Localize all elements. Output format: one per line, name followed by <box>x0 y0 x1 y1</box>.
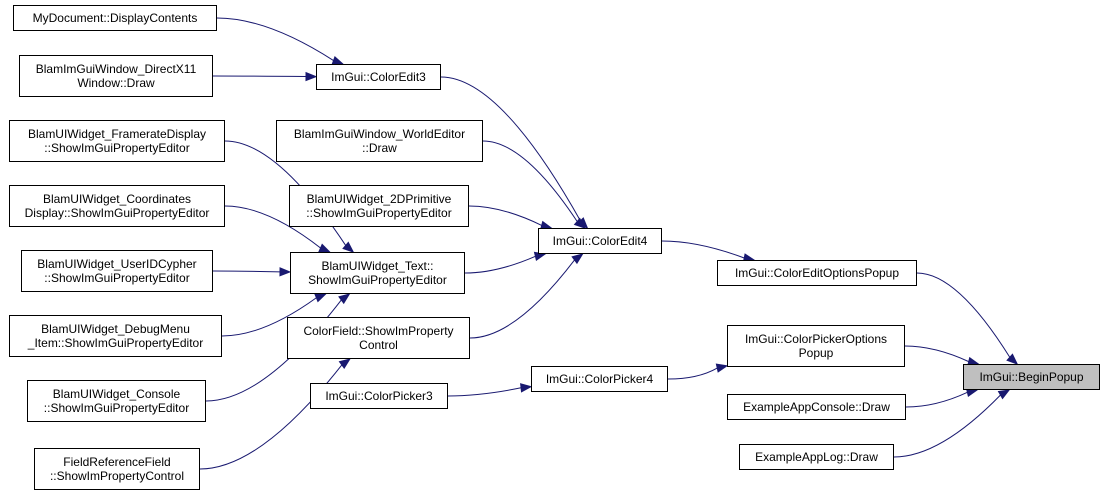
node-coloredit3[interactable]: ImGui::ColorEdit3 <box>316 64 441 90</box>
arrowhead-applog-to-beginpopup <box>997 389 1011 400</box>
node-example-app-console-draw[interactable]: ExampleAppConsole::Draw <box>727 394 906 420</box>
edge-applog-to-beginpopup <box>893 394 1001 458</box>
node-colorpicker4[interactable]: ImGui::ColorPicker4 <box>531 366 668 392</box>
edge-dx11-to-coloredit3 <box>212 75 307 78</box>
edge-coords-to-text <box>224 205 321 249</box>
node-colorpicker-options-popup[interactable]: ImGui::ColorPickerOptions Popup <box>727 325 905 367</box>
arrowhead-dx11-to-coloredit3 <box>305 71 318 82</box>
node-debugmenu-item[interactable]: BlamUIWidget_DebugMenu _Item::ShowImGuiP… <box>9 315 222 357</box>
node-fieldreference-field[interactable]: FieldReferenceField ::ShowImPropertyCont… <box>34 448 200 490</box>
edge-fieldref-to-colorfield <box>199 364 343 470</box>
edge-coloreditopts-to-beginpopup <box>916 272 1011 358</box>
node-console-widget[interactable]: BlamUIWidget_Console ::ShowImGuiProperty… <box>27 380 206 422</box>
node-colorpicker3[interactable]: ImGui::ColorPicker3 <box>310 383 448 409</box>
arrowhead-coords-to-text <box>318 243 331 253</box>
node-uiwidget-text[interactable]: BlamUIWidget_Text:: ShowImGuiPropertyEdi… <box>290 252 465 294</box>
arrowhead-userid-to-text <box>279 267 292 277</box>
arrowhead-fieldref-to-colorfield <box>338 358 351 370</box>
edge-debugmenu-to-text <box>221 297 317 337</box>
node-example-app-log-draw[interactable]: ExampleAppLog::Draw <box>739 444 894 470</box>
edge-text-to-coloredit4 <box>464 255 536 274</box>
arrowhead-picker3-to-picker4 <box>520 383 533 393</box>
edge-pickeropts-to-beginpopup <box>904 345 969 363</box>
arrowhead-coloreditopts-to-beginpopup <box>1006 353 1019 365</box>
edge-coloredit4-to-coloreditopts <box>661 240 745 259</box>
node-colorfield[interactable]: ColorField::ShowImProperty Control <box>287 317 470 359</box>
arrowhead-debugmenu-to-text <box>314 293 327 303</box>
arrowhead-colorfield-to-coloredit4 <box>571 253 584 265</box>
node-coloredit4[interactable]: ImGui::ColorEdit4 <box>538 228 662 254</box>
arrowhead-console-to-text <box>338 293 351 305</box>
edge-worldeditor-to-coloredit4 <box>482 140 578 222</box>
node-coordinates-display[interactable]: BlamUIWidget_Coordinates Display::ShowIm… <box>9 185 225 227</box>
edge-userid-to-text <box>212 270 281 273</box>
edge-mydoc-to-coloredit3 <box>216 17 334 61</box>
node-framerate-display[interactable]: BlamUIWidget_FramerateDisplay ::ShowImGu… <box>9 120 225 162</box>
arrowhead-picker4-to-pickeropts <box>715 363 729 373</box>
edge-prim2d-to-coloredit4 <box>468 205 542 226</box>
arrowhead-worldeditor-to-coloredit4 <box>573 217 586 229</box>
node-coloredit-options-popup[interactable]: ImGui::ColorEditOptionsPopup <box>717 260 917 286</box>
edge-coloredit3-to-coloredit4 <box>440 76 581 222</box>
arrowhead-framerate-to-text <box>342 241 355 253</box>
node-directx11-window-draw[interactable]: BlamImGuiWindow_DirectX11 Window::Draw <box>19 55 213 97</box>
edge-picker4-to-pickeropts <box>667 367 718 380</box>
node-useridcypher[interactable]: BlamUIWidget_UserIDCypher ::ShowImGuiPro… <box>21 250 213 292</box>
node-world-editor-draw[interactable]: BlamImGuiWindow_WorldEditor ::Draw <box>276 120 483 162</box>
node-mydocument-displaycontents[interactable]: MyDocument::DisplayContents <box>13 5 217 31</box>
edge-colorfield-to-coloredit4 <box>469 259 575 339</box>
node-2dprimitive[interactable]: BlamUIWidget_2DPrimitive ::ShowImGuiProp… <box>289 185 469 227</box>
node-beginpopup: ImGui::BeginPopup <box>963 364 1100 390</box>
edge-picker3-to-picker4 <box>447 387 522 397</box>
edge-appconsole-to-beginpopup <box>905 391 968 408</box>
